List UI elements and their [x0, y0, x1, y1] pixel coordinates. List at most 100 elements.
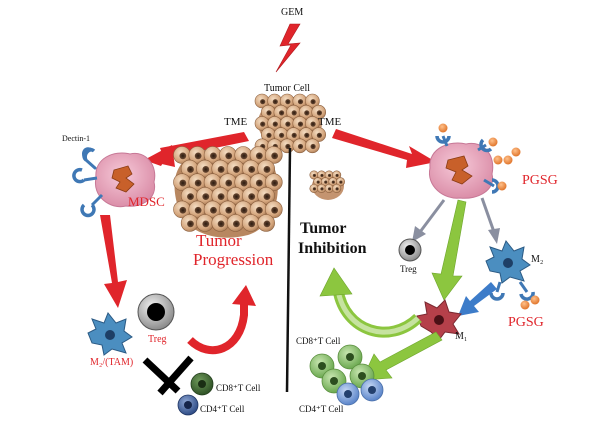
tumor-cell-nucleus: [248, 166, 256, 173]
tumor-cell-nucleus: [285, 121, 291, 127]
m2-receptor-icon: [489, 281, 540, 310]
cd8-left-label: CD8⁺T Cell: [216, 383, 261, 393]
tumor-cell-nucleus: [312, 187, 317, 191]
tumor-cell-nucleus: [297, 121, 304, 127]
tumor-cell-nucleus: [255, 206, 263, 214]
tumor-cell-nucleus: [291, 132, 297, 138]
pgsg-particles-icon: [493, 147, 521, 165]
tumor-cell-nucleus: [312, 173, 317, 178]
tumor-inhibition-label-line2: Inhibition: [298, 240, 367, 257]
cd4-left-label: CD4⁺T Cell: [200, 404, 245, 414]
tumor-cell-nucleus: [339, 180, 343, 184]
tumor-cell-nucleus: [217, 193, 225, 201]
tumor-cell-nucleus: [240, 206, 248, 214]
green-arrow-to-m1: [431, 199, 467, 301]
tumor-cell-nucleus: [285, 99, 291, 105]
mdsc-label: MDSC: [128, 194, 165, 209]
tumor-cell-nucleus: [272, 121, 278, 127]
m1-label: M₁: [455, 331, 468, 342]
gray-arrow-to-m2: [480, 197, 500, 244]
tumor-cell-nucleus: [291, 110, 297, 116]
tumor-cell-nucleus: [331, 180, 335, 184]
tumor-cell-nucleus: [260, 121, 266, 127]
tumor-cell-nucleus: [263, 166, 271, 173]
tumor-cell-nucleus: [327, 187, 332, 191]
tme-right-label: TME: [318, 116, 342, 128]
green-curved-arrow: [319, 267, 422, 338]
tumor-cell-nucleus: [279, 132, 285, 138]
tumor-cell-nucleus: [335, 173, 339, 178]
tumor-cell-nucleus: [304, 132, 310, 138]
cd8-right-label: CD8⁺T Cell: [296, 336, 341, 346]
tumor-cell-nucleus: [194, 152, 202, 160]
tumor-cell-nucleus: [202, 220, 210, 228]
pgsg-receptor-icon: [435, 123, 507, 194]
mdsc-cell-icon: [94, 152, 156, 208]
tumor-cell-nucleus: [210, 206, 217, 214]
tumor-inhibition-cluster-icon: [309, 170, 345, 200]
tumor-cell-nucleus: [263, 220, 271, 228]
tumor-cell-nucleus: [316, 180, 320, 184]
blue-arrow-m2-to-m1: [458, 282, 497, 316]
tumor-cell-nucleus: [225, 179, 233, 187]
gem-label: GEM: [281, 7, 304, 18]
tumor-cell-nucleus: [316, 132, 322, 138]
tumor-cell-label: Tumor Cell: [264, 83, 311, 94]
tumor-cell-nucleus: [187, 220, 194, 228]
gem-lightning-icon: [275, 23, 301, 73]
m2-tam-label: M₂/(TAM): [90, 357, 134, 368]
tumor-cell-nucleus: [320, 173, 324, 178]
treg-left-cell-icon: [137, 293, 175, 331]
cd8-left-cell-icon: [190, 372, 214, 396]
tumor-cell-nucleus: [248, 193, 256, 201]
tumor-cell-nucleus: [240, 152, 248, 160]
cd4-right-label: CD4⁺T Cell: [299, 404, 344, 414]
tumor-cell-nucleus: [324, 180, 328, 184]
tumor-cell-nucleus: [233, 166, 240, 173]
tumor-cell-nucleus: [271, 206, 279, 214]
tumor-cell-nucleus: [310, 143, 316, 150]
tumor-cell-nucleus: [266, 132, 272, 138]
tumor-cell-nucleus: [255, 152, 263, 160]
dectin-label: Dectin-1: [62, 134, 90, 143]
tumor-cell-nucleus: [225, 206, 233, 214]
red-curved-arrow: [187, 285, 256, 355]
gray-arrow-to-treg: [412, 199, 446, 242]
tumor-cell-nucleus: [194, 206, 202, 214]
tumor-cell-nucleus: [327, 173, 332, 178]
tumor-cell-nucleus: [279, 110, 285, 116]
tumor-cell-nucleus: [263, 193, 271, 201]
tumor-progression-label-line1: Tumor: [196, 231, 242, 250]
treg-left-label: Treg: [148, 334, 167, 345]
tumor-cell-nucleus: [310, 99, 316, 105]
tumor-progression-cluster-icon: [173, 146, 283, 238]
center-divider: [285, 147, 292, 393]
tumor-cell-nucleus: [266, 110, 272, 116]
tumor-cell-nucleus: [240, 179, 248, 187]
m2-right-cell-icon: [485, 240, 531, 284]
pgsg-mdsc-cell-icon: [428, 142, 494, 199]
treg-right-cell-icon: [398, 238, 422, 262]
tumor-cell-nucleus: [255, 179, 263, 187]
tumor-cell-nucleus: [187, 193, 194, 201]
tumor-cell-nucleus: [217, 220, 225, 228]
tumor-cell-nucleus: [210, 152, 217, 160]
tumor-cell-nucleus: [297, 143, 304, 150]
tumor-cell-nucleus: [225, 152, 233, 160]
inhibition-bar: [142, 355, 194, 396]
tumor-inhibition-label-line1: Tumor: [300, 220, 347, 237]
tumor-cell-nucleus: [233, 220, 240, 228]
tumor-cell-nucleus: [202, 166, 210, 173]
green-arrow-to-t-cells: [361, 331, 443, 381]
tumor-cell-nucleus: [271, 179, 279, 187]
tumor-cell-nucleus: [272, 99, 278, 105]
tumor-cell-nucleus: [194, 179, 202, 187]
tumor-cell-nucleus: [260, 99, 266, 105]
tumor-cell-nucleus: [304, 110, 310, 116]
tumor-cell-nucleus: [179, 152, 187, 160]
tumor-cell-nucleus: [335, 187, 339, 191]
pgsg-top-label: PGSG: [522, 173, 558, 188]
tumor-cell-nucleus: [187, 166, 194, 173]
tumor-cell-nucleus: [217, 166, 225, 173]
